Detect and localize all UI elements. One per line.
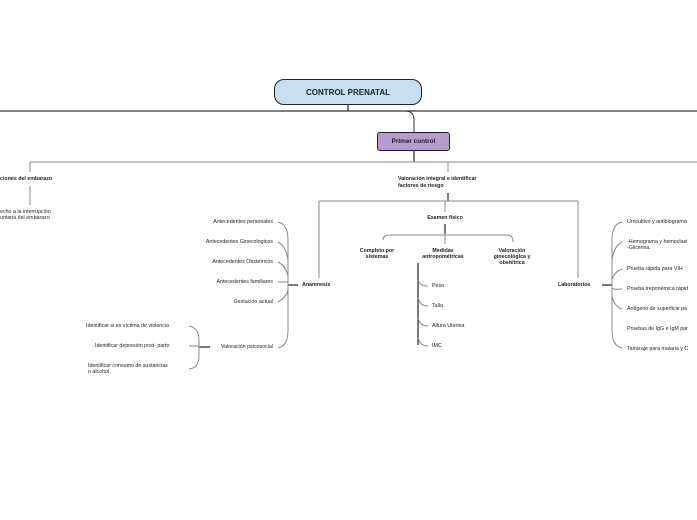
laboratorios-node[interactable]: Laboratorios — [558, 282, 591, 288]
anamnesis-item-obstetricos[interactable]: Antecedentes Obstétricos — [212, 259, 273, 265]
measure-altura[interactable]: Altura Uterina — [432, 323, 465, 329]
root-title: CONTROL PRENATAL — [306, 87, 390, 97]
psico-item-consumo-line1[interactable]: Identificar consumo de sustancias — [88, 363, 168, 369]
root-node[interactable]: CONTROL PRENATAL — [274, 79, 422, 105]
anamnesis-item-personales[interactable]: Antecedentes personales — [213, 219, 273, 225]
gineco-line3[interactable]: obstétrica — [499, 260, 525, 266]
anamnesis-item-gestacion[interactable]: Gestación actual — [233, 299, 273, 305]
lab-item-glicemia[interactable]: -Glicemia. — [627, 245, 651, 251]
lab-item-igg-igm[interactable]: Pruebas de IgG e IgM par — [627, 326, 688, 332]
psico-item-consumo-line2[interactable]: o alcohol — [88, 369, 110, 375]
psico-item-depresion[interactable]: Identificar depresión post- parto — [95, 343, 170, 349]
first-control-node[interactable]: Primer control — [377, 132, 450, 151]
lab-item-urocultivo[interactable]: Urocultivo y antibiograma — [627, 219, 687, 225]
measure-talla[interactable]: Talla — [432, 303, 443, 309]
medidas-line1[interactable]: Medidas — [432, 248, 454, 254]
medidas-line2[interactable]: antropométricas — [422, 254, 464, 260]
measure-imc[interactable]: IMC — [432, 343, 442, 349]
left-branch-title[interactable]: ciones del embarazo — [0, 176, 53, 182]
valoracion-title-line2[interactable]: factores de riesgo — [398, 183, 444, 189]
anamnesis-item-familiares[interactable]: Antecedentes familiares — [216, 279, 273, 285]
lab-item-hemograma[interactable]: -Hemograma y hemoclasi — [627, 239, 688, 245]
left-branch-child-line1[interactable]: echo a la interrupción — [0, 209, 51, 215]
anamnesis-item-psicosocial[interactable]: Valoración psicosocial — [220, 344, 273, 350]
psico-item-violencia[interactable]: Identificar si es víctima de violencia — [86, 323, 170, 329]
valoracion-title-line1[interactable]: Valoración integral e identificar — [398, 176, 477, 182]
gineco-line2[interactable]: ginecológica y — [493, 254, 531, 260]
lab-item-antigeno[interactable]: Antígeno de superficie pa — [627, 306, 688, 312]
completo-line2[interactable]: sistemas — [365, 254, 389, 260]
first-control-label: Primer control — [391, 138, 436, 145]
examen-fisico-node[interactable]: Examen físico — [427, 215, 463, 221]
measure-peso[interactable]: Peso — [432, 283, 445, 289]
anamnesis-node[interactable]: Anamnesis — [302, 282, 331, 288]
completo-line1[interactable]: Completo por — [359, 248, 395, 254]
left-branch-child-line2[interactable]: untaria del embarazo — [0, 215, 50, 221]
anamnesis-item-ginecologicos[interactable]: Antecedentes Ginecologicos — [205, 239, 273, 245]
lab-item-treponemica[interactable]: Prueba treponémica rápid — [627, 286, 688, 292]
lab-item-tamizaje[interactable]: Tamizaje para malaria y C — [627, 346, 689, 352]
gineco-line1[interactable]: Valoración — [498, 248, 526, 254]
lab-item-vih[interactable]: Prueba rápida para VIH — [627, 266, 683, 272]
